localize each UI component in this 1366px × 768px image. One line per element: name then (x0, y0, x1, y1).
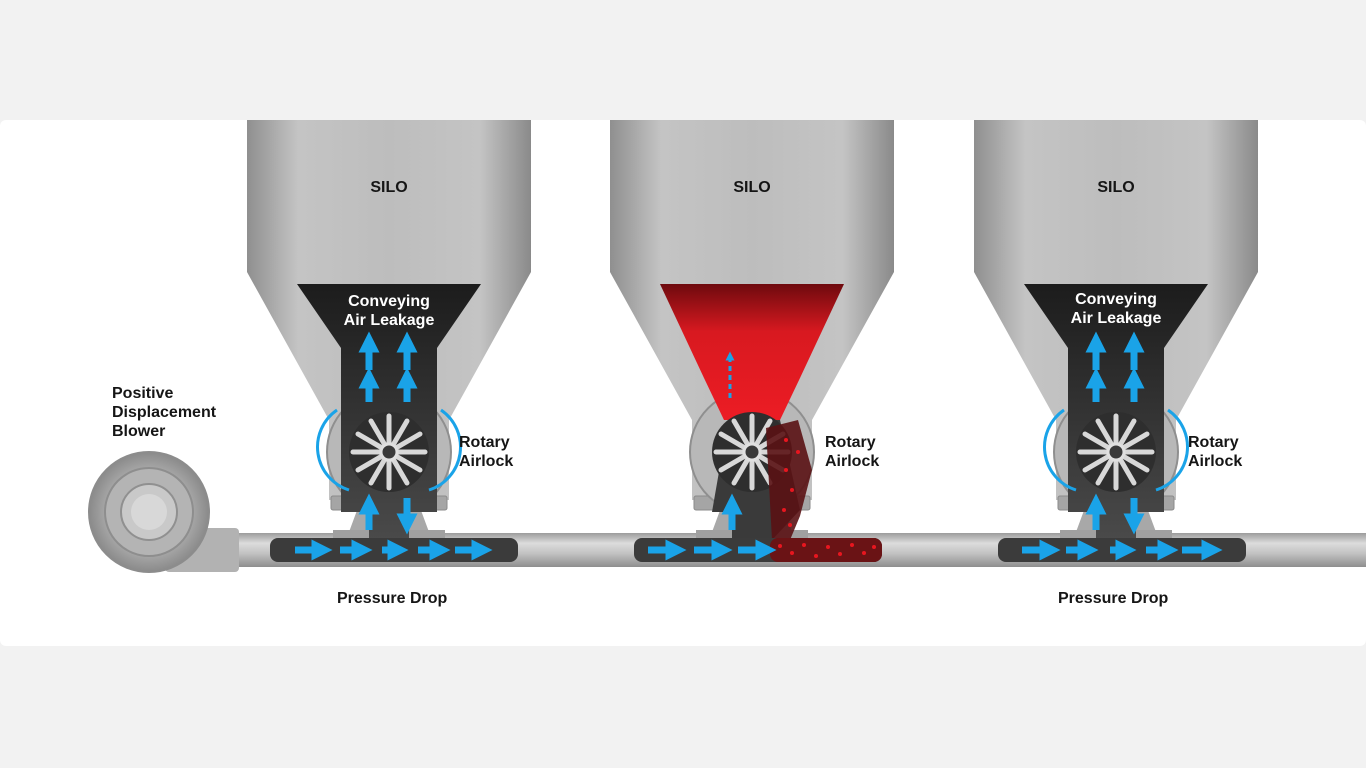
silo-2-airlock-label: Rotary Airlock (825, 434, 880, 470)
silo-1-leakage-label: Conveying Air Leakage (343, 293, 435, 329)
silo-1-title: SILO (370, 179, 408, 196)
blower-label: Positive Displacement Blower (112, 385, 217, 440)
material-particles (778, 438, 876, 558)
silo-2-title: SILO (733, 179, 771, 196)
air-arrows (358, 331, 418, 535)
silo-1-pressure-label: Pressure Drop (337, 590, 448, 607)
silo-3-pressure-label: Pressure Drop (1058, 590, 1169, 607)
silo-2 (609, 119, 895, 541)
silo-1-airlock-label: Rotary Airlock (459, 434, 514, 470)
blower-icon (88, 451, 210, 573)
rotor-icon (349, 412, 429, 492)
silo-3-title: SILO (1097, 179, 1135, 196)
silo-3-leakage-label: Conveying Air Leakage (1070, 291, 1162, 327)
material-in-hopper (660, 284, 844, 420)
rotor-icon (1076, 412, 1156, 492)
silo-1 (246, 119, 532, 541)
material-slug (770, 538, 882, 562)
silo-3 (973, 119, 1259, 541)
silo-3-airlock-label: Rotary Airlock (1188, 434, 1243, 470)
